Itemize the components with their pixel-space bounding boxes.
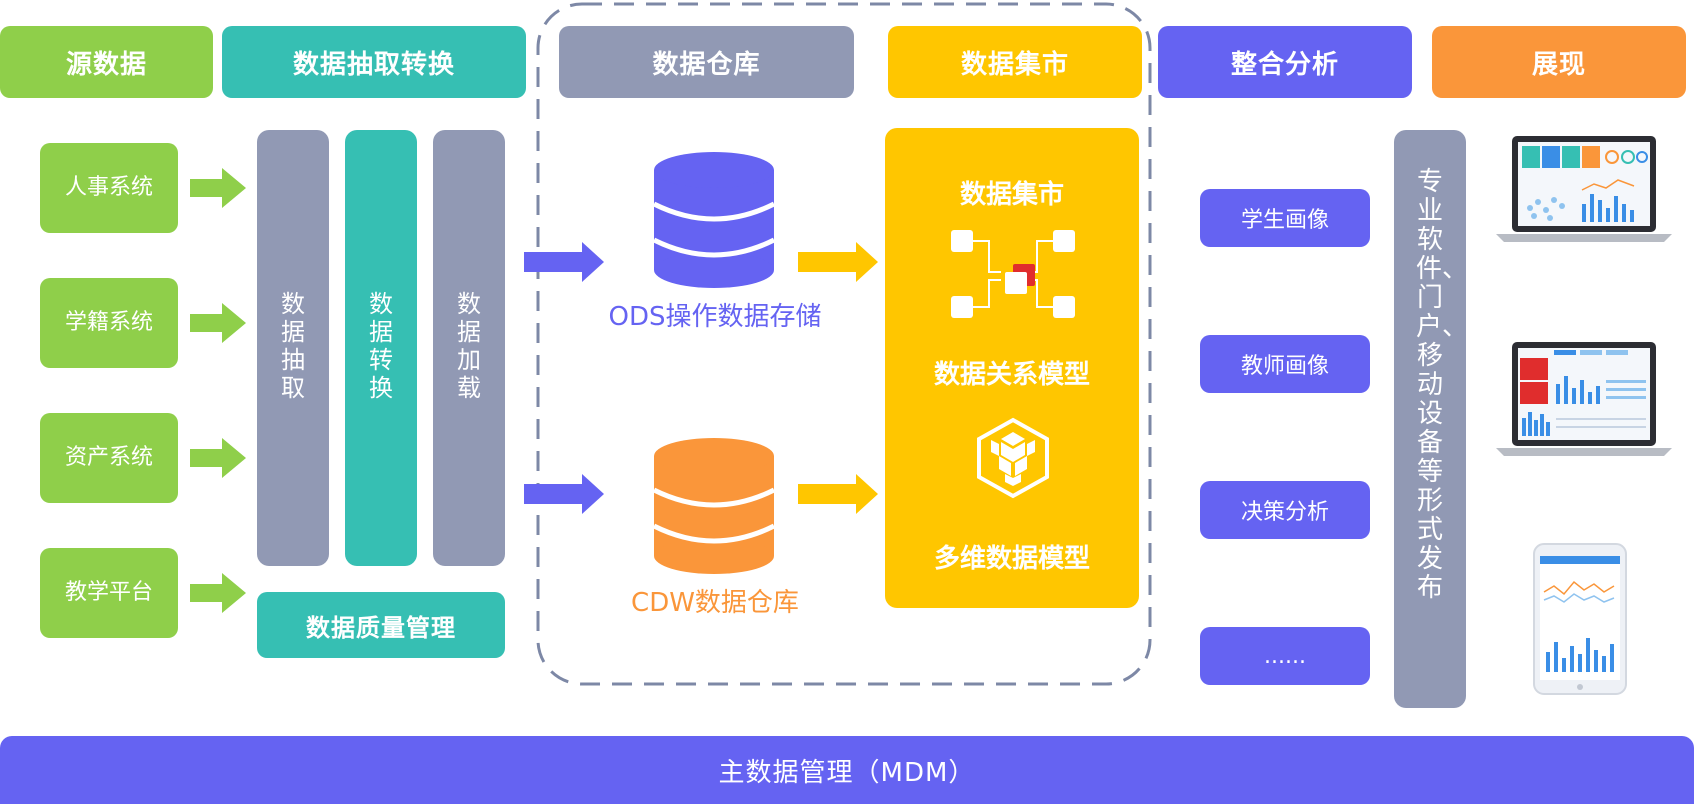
etl-transform: 数据转换: [345, 130, 417, 566]
publish-bar: 专业软件、门户、移动设备等形式发布: [1394, 130, 1469, 708]
header-warehouse: 数据仓库: [559, 26, 854, 98]
laptop-icon: [1496, 136, 1672, 242]
arrow-icon: [798, 474, 878, 514]
analysis-item: 教师画像: [1200, 335, 1370, 393]
publish-label: 专业软件、门户、移动设备等形式发布: [1416, 167, 1469, 603]
etl-load-label: 数据加载: [457, 290, 481, 402]
mdm-bar: 主数据管理（MDM）: [0, 736, 1694, 804]
analysis-item: 决策分析: [1200, 481, 1370, 539]
arrow-icon: [798, 242, 878, 282]
ods-label: ODS操作数据存储: [608, 302, 822, 332]
arrow-icon: [524, 242, 604, 282]
mart-title: 数据集市: [959, 180, 1064, 210]
relation-model-label: 数据关系模型: [933, 360, 1090, 390]
header-display: 展现: [1432, 26, 1686, 98]
multi-model-label: 多维数据模型: [933, 544, 1090, 574]
arrow-icon: [190, 303, 246, 343]
header-mart: 数据集市: [888, 26, 1142, 98]
source-item: 资产系统: [40, 413, 178, 503]
header-source: 源数据: [0, 26, 213, 98]
arrow-icon: [524, 474, 604, 514]
laptop-icon: [1496, 342, 1672, 456]
analysis-item: 学生画像: [1200, 189, 1370, 247]
mdm-label: 主数据管理（MDM）: [718, 757, 976, 788]
header-analysis: 整合分析: [1158, 26, 1412, 98]
database-icon: [652, 152, 776, 288]
cube-model-icon: [977, 417, 1049, 499]
etl-extract: 数据抽取: [257, 130, 329, 566]
arrow-icon: [190, 573, 246, 613]
analysis-item: ......: [1200, 627, 1370, 685]
mart-block: 数据集市 数据关系模型 多维数据模型: [885, 128, 1139, 608]
etl-load: 数据加载: [433, 130, 505, 566]
source-item: 学籍系统: [40, 278, 178, 368]
arrow-icon: [190, 438, 246, 478]
arrow-icon: [190, 168, 246, 208]
header-etl: 数据抽取转换: [222, 26, 526, 98]
quality-management: 数据质量管理: [257, 592, 505, 658]
cdw-label: CDW数据仓库: [631, 588, 799, 618]
tablet-icon: [1533, 543, 1627, 695]
relation-model-icon: [951, 230, 1075, 318]
database-icon: [652, 438, 776, 574]
source-item: 人事系统: [40, 143, 178, 233]
source-item: 教学平台: [40, 548, 178, 638]
etl-extract-label: 数据抽取: [281, 290, 305, 402]
etl-transform-label: 数据转换: [369, 290, 393, 402]
